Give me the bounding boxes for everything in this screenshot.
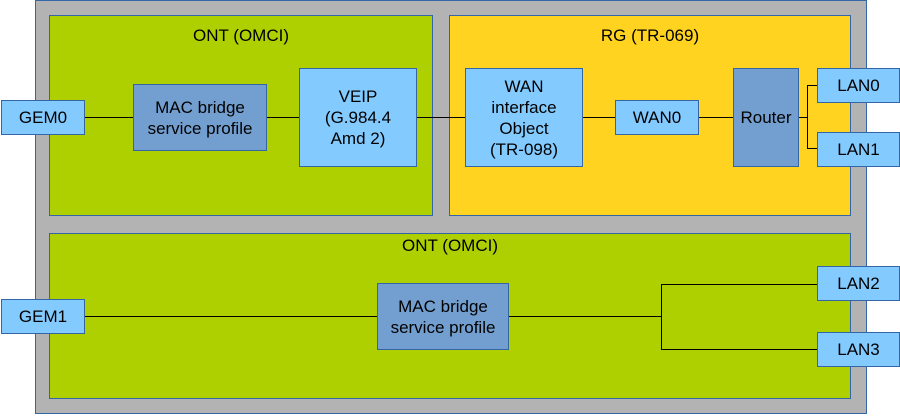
ont-top-title: ONT (OMCI)	[192, 26, 289, 45]
wan0-box: WAN0	[615, 100, 699, 135]
veip-box: VEIP (G.984.4 Amd 2)	[299, 68, 417, 167]
gem0-box: GEM0	[1, 100, 85, 135]
lan2-box: LAN2	[817, 266, 900, 301]
rg-title: RG (TR-069)	[600, 26, 700, 45]
lan0-box: LAN0	[817, 68, 900, 103]
mac-bridge-service-profile-bottom: MAC bridge service profile	[377, 283, 509, 350]
lan3-box: LAN3	[817, 332, 900, 367]
mac-bridge-service-profile-top: MAC bridge service profile	[133, 84, 267, 151]
ont-bottom-title: ONT (OMCI)	[401, 236, 498, 255]
router-box: Router	[733, 68, 799, 167]
lan1-box: LAN1	[817, 132, 900, 167]
gem1-box: GEM1	[1, 299, 85, 334]
wan-interface-object-box: WAN interface Object (TR-098)	[465, 68, 583, 167]
